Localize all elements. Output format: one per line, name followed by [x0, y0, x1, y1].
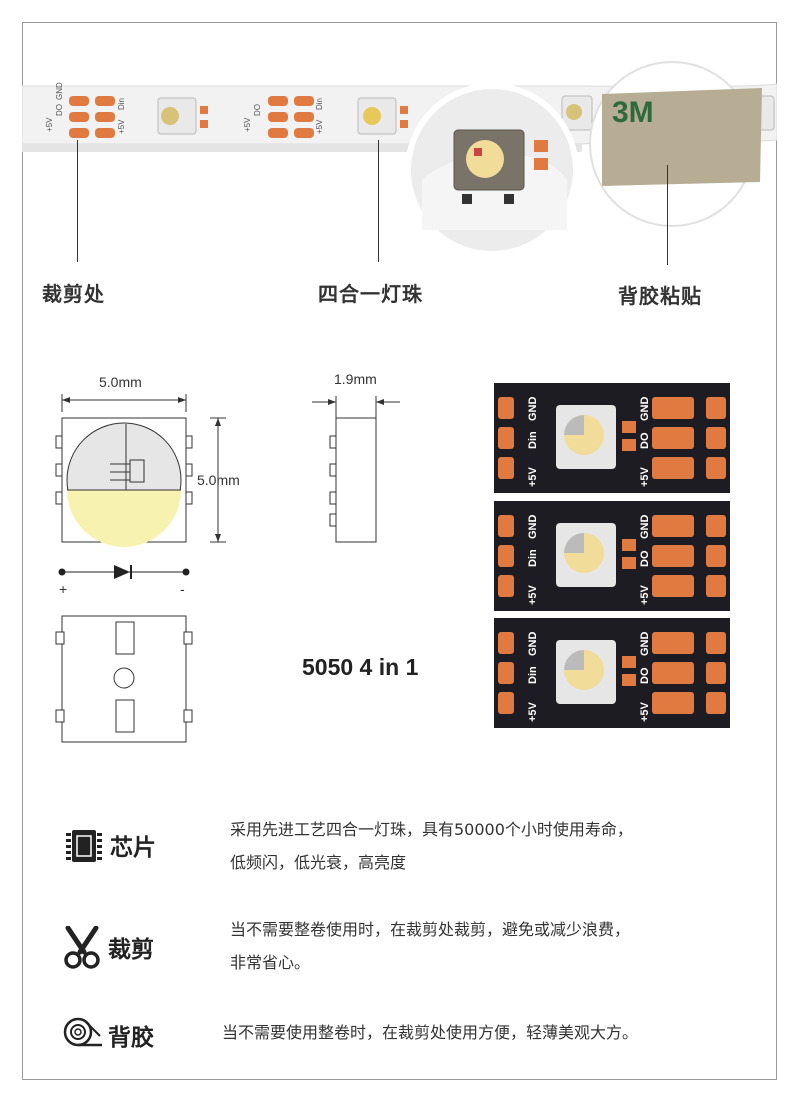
adhesive-callout-label: 背胶粘贴	[618, 284, 702, 308]
dark-strip-photo-3: +5V Din GND DO GND +5V	[494, 618, 730, 728]
svg-text:GND: GND	[639, 515, 651, 540]
svg-text:DO: DO	[639, 432, 651, 449]
svg-text:Din: Din	[527, 549, 539, 567]
tape-roll-icon	[63, 1017, 102, 1047]
svg-text:Din: Din	[527, 431, 539, 449]
dark-strip-photo-2: +5V Din GND DO GND +5V	[494, 501, 730, 611]
led-strip-photo: +5V DO GND +5V Din +5V DO +5V Din 3M	[22, 61, 777, 257]
feature-adhesive-desc: 当不需要使用整卷时，在裁剪处使用方便，轻薄美观大方。	[222, 1016, 762, 1049]
led-closeup	[405, 83, 579, 257]
content-frame	[22, 22, 777, 1080]
feature-chip-desc-line-2: 低频闪，低光衰，高亮度	[230, 853, 407, 872]
polarity-minus-label: -	[180, 581, 185, 597]
tape-brand-logo: 3M	[612, 96, 654, 129]
svg-text:+5V: +5V	[527, 466, 539, 487]
polarity-plus-label: +	[59, 581, 68, 597]
led-chip-1	[157, 97, 208, 135]
svg-text:+5V: +5V	[639, 466, 651, 487]
svg-text:Din: Din	[117, 98, 126, 110]
feature-cut-desc-line-2: 非常省心。	[230, 953, 311, 972]
feature-chip-desc: 采用先进工艺四合一灯珠，具有50000个小时使用寿命， 低频闪，低光衰，高亮度	[230, 813, 750, 879]
feature-cut-desc-line-1: 当不需要整卷使用时，在裁剪处裁剪，避免或减少浪费，	[230, 920, 631, 939]
feature-cut-desc: 当不需要整卷使用时，在裁剪处裁剪，避免或减少浪费， 非常省心。	[230, 913, 750, 979]
svg-text:+5V: +5V	[527, 584, 539, 605]
thickness-dimension-label: 1.9mm	[334, 371, 377, 387]
svg-text:+5V: +5V	[243, 117, 252, 132]
svg-text:Din: Din	[527, 666, 539, 684]
model-label: 5050 4 in 1	[302, 654, 419, 680]
cut-leader-line	[77, 140, 78, 262]
svg-text:GND: GND	[527, 515, 539, 540]
dark-strip-photo-1: +5V Din GND DO GND +5V	[494, 383, 730, 493]
led-chip-2	[357, 97, 408, 135]
led-top-view-drawing	[55, 394, 226, 547]
svg-text:GND: GND	[55, 82, 64, 100]
svg-text:+5V: +5V	[117, 119, 126, 134]
svg-text:GND: GND	[639, 397, 651, 422]
svg-text:+5V: +5V	[527, 701, 539, 722]
feature-cut-title: 裁剪	[108, 937, 154, 963]
cut-pads-1	[69, 96, 115, 138]
svg-text:+5V: +5V	[639, 701, 651, 722]
scissors-icon	[64, 926, 100, 969]
feature-adhesive-title: 背胶	[108, 1025, 154, 1051]
dark-strip-photos: +5V Din GND DO GND +5V +5V Din GND DO GN…	[494, 383, 730, 728]
tape-closeup: 3M	[589, 61, 762, 227]
cut-pads-2	[268, 96, 314, 138]
polarity-diode-symbol	[58, 565, 190, 579]
adhesive-leader-line	[667, 165, 668, 265]
led-bottom-view-drawing	[55, 615, 193, 743]
chip-icon	[66, 830, 102, 862]
feature-chip-desc-line-1: 采用先进工艺四合一灯珠，具有50000个小时使用寿命，	[230, 820, 633, 839]
feature-adhesive-desc-line-1: 当不需要使用整卷时，在裁剪处使用方便，轻薄美观大方。	[222, 1023, 639, 1042]
svg-text:GND: GND	[639, 632, 651, 657]
led-leader-line	[378, 140, 379, 262]
svg-text:DO: DO	[639, 550, 651, 567]
svg-text:+5V: +5V	[315, 119, 324, 134]
svg-text:Din: Din	[315, 98, 324, 110]
svg-text:GND: GND	[527, 632, 539, 657]
led-side-view-drawing	[312, 396, 400, 543]
svg-text:+5V: +5V	[639, 584, 651, 605]
feature-chip-title: 芯片	[110, 835, 156, 861]
svg-text:GND: GND	[527, 397, 539, 422]
svg-text:DO: DO	[55, 104, 64, 116]
svg-text:+5V: +5V	[45, 117, 54, 132]
led-callout-label: 四合一灯珠	[318, 282, 423, 306]
cut-callout-label: 裁剪处	[42, 282, 105, 306]
width-dimension-label: 5.0mm	[99, 374, 142, 390]
svg-text:DO: DO	[639, 667, 651, 684]
svg-text:DO: DO	[253, 104, 262, 116]
